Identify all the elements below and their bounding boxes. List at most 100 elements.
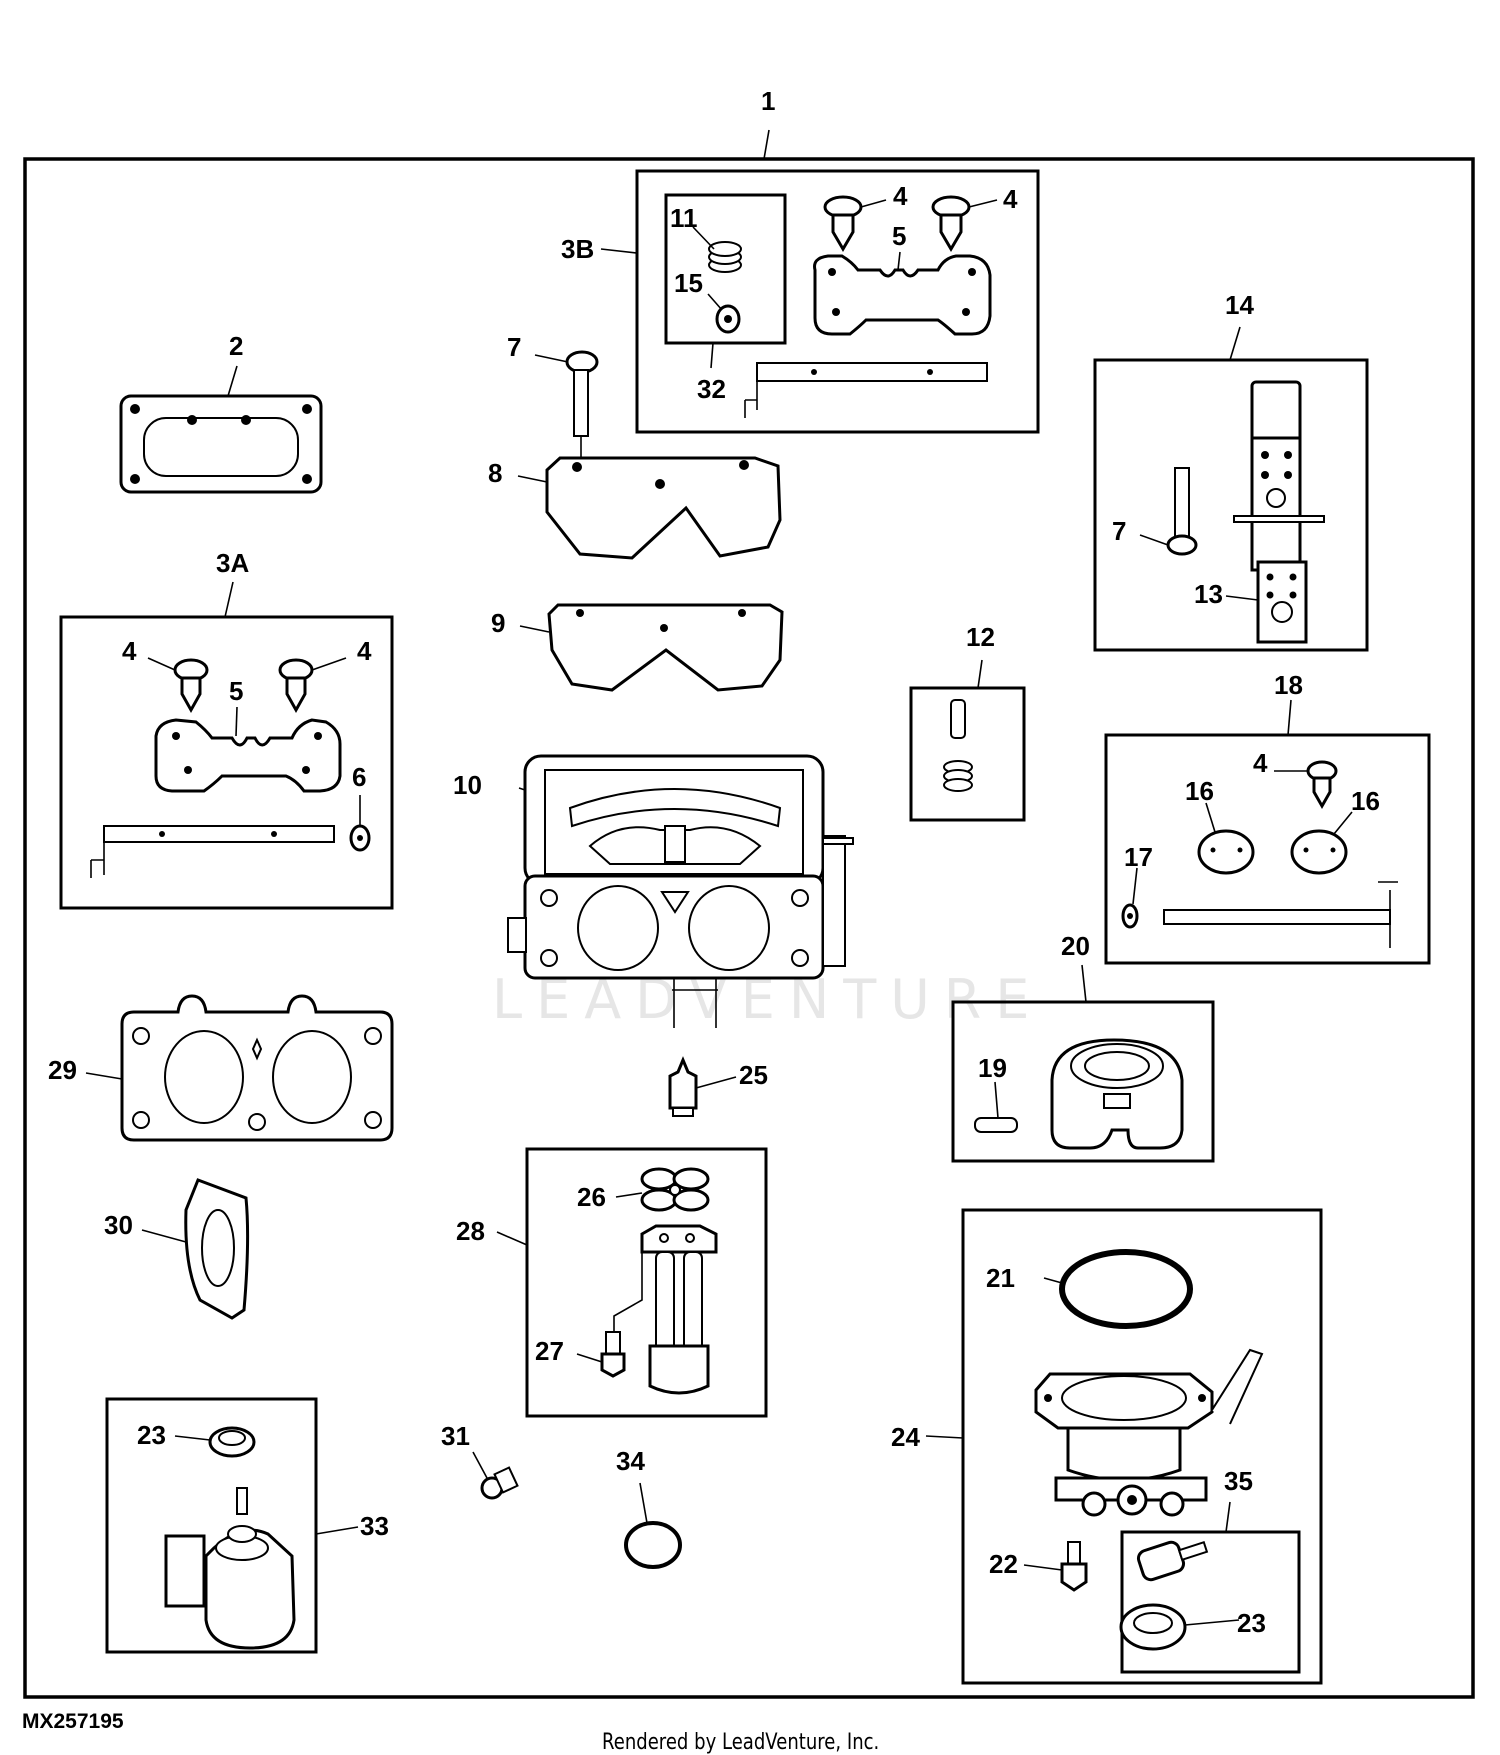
washer-6-drawing — [349, 824, 371, 852]
washer-15-drawing — [715, 304, 741, 334]
kit-28-box — [525, 1147, 768, 1418]
callout-32[interactable]: 32 — [697, 374, 726, 404]
kit-35-box — [1120, 1530, 1301, 1674]
callout-3B[interactable]: 3B — [561, 234, 594, 264]
figure-id: MX257195 — [22, 1710, 124, 1733]
callout-21[interactable]: 21 — [986, 1263, 1015, 1293]
callout-5-3A[interactable]: 5 — [229, 676, 243, 706]
callout-4-3B-left[interactable]: 4 — [893, 181, 908, 211]
callout-3A[interactable]: 3A — [216, 548, 249, 578]
callout-28[interactable]: 28 — [456, 1216, 485, 1246]
callout-11[interactable]: 11 — [670, 203, 698, 233]
callout-33[interactable]: 33 — [360, 1511, 389, 1541]
callout-26[interactable]: 26 — [577, 1182, 606, 1212]
callout-4-3B-right[interactable]: 4 — [1003, 184, 1018, 214]
callout-13[interactable]: 13 — [1194, 579, 1223, 609]
callout-23-kit33[interactable]: 23 — [137, 1420, 166, 1450]
callout-1[interactable]: 1 — [761, 86, 775, 116]
kit-12-box — [909, 686, 1026, 822]
callout-29[interactable]: 29 — [48, 1055, 77, 1085]
screw-27-drawing — [600, 1331, 626, 1378]
gasket-26-drawing — [640, 1167, 710, 1212]
kit-20-box — [951, 1000, 1215, 1163]
plate-5-3A — [154, 718, 342, 793]
callout-30[interactable]: 30 — [104, 1210, 133, 1240]
callout-20[interactable]: 20 — [1061, 931, 1090, 961]
screw-4-3A-right — [278, 658, 314, 714]
outer-frame — [23, 157, 1475, 1699]
leader-lines — [85, 129, 1353, 1626]
screw-7-top — [565, 350, 599, 460]
carburetor-body-10 — [507, 754, 854, 1028]
screw-4-3B-right — [931, 195, 971, 252]
callout-4-kit18[interactable]: 4 — [1253, 748, 1268, 778]
kit-33-box — [105, 1397, 318, 1654]
bolt-22-drawing — [1060, 1541, 1088, 1592]
screw-4-kit18 — [1306, 760, 1338, 810]
plate-16-right — [1290, 829, 1348, 875]
washer-23-kit35 — [1119, 1603, 1187, 1651]
pin-19-drawing — [974, 1117, 1018, 1133]
callout-6[interactable]: 6 — [352, 762, 366, 792]
solenoid-35-drawing — [1136, 1540, 1209, 1582]
kit-3B-box — [635, 169, 1040, 434]
emulsion-tube-28-drawing — [613, 1224, 718, 1395]
gasket-29-drawing — [120, 994, 394, 1142]
callout-17[interactable]: 17 — [1124, 842, 1153, 872]
needle-25-drawing — [668, 1056, 698, 1117]
bracket-14-drawing — [1233, 380, 1325, 572]
screw-7-kit14 — [1166, 467, 1198, 556]
bracket-3A-drawing — [90, 825, 335, 878]
callout-5-3B[interactable]: 5 — [892, 221, 906, 251]
callout-7-kit14[interactable]: 7 — [1112, 516, 1126, 546]
callout-31[interactable]: 31 — [441, 1421, 470, 1451]
o-ring-34-drawing — [624, 1521, 682, 1569]
kit-3A-box — [59, 615, 394, 910]
kit-24-box — [961, 1208, 1323, 1685]
washer-23-kit33 — [208, 1426, 256, 1458]
callout-24[interactable]: 24 — [891, 1422, 920, 1452]
callout-25[interactable]: 25 — [739, 1060, 768, 1090]
screw-spring-12-drawing — [943, 699, 973, 792]
gasket-2-drawing — [119, 394, 323, 494]
callout-27[interactable]: 27 — [535, 1336, 564, 1366]
callout-8[interactable]: 8 — [488, 458, 502, 488]
callout-35[interactable]: 35 — [1224, 1466, 1253, 1496]
callout-34[interactable]: 34 — [616, 1446, 645, 1476]
callout-4-3A-right[interactable]: 4 — [357, 636, 372, 666]
fuel-bowl-24-drawing — [1034, 1348, 1264, 1517]
screw-4-3A-left — [173, 658, 209, 714]
screw-4-3B-left — [823, 195, 863, 252]
callout-23-kit35[interactable]: 23 — [1237, 1608, 1266, 1638]
fitting-31-drawing — [480, 1466, 519, 1500]
gasket-9-drawing — [547, 603, 784, 692]
kit-18-box — [1104, 733, 1431, 965]
callout-14[interactable]: 14 — [1225, 290, 1254, 320]
callout-10[interactable]: 10 — [453, 770, 482, 800]
washer-17-drawing — [1121, 903, 1139, 929]
kit-14-box — [1093, 358, 1369, 652]
callout-16-right[interactable]: 16 — [1351, 786, 1380, 816]
spring-11-drawing — [708, 241, 742, 273]
kit-32-box — [664, 193, 787, 345]
render-credit: Rendered by LeadVenture, Inc. — [602, 1730, 880, 1755]
callout-16-left[interactable]: 16 — [1185, 776, 1214, 806]
cover-8-drawing — [545, 456, 782, 560]
float-20-drawing — [1050, 1038, 1184, 1150]
gasket-13-drawing — [1256, 560, 1308, 644]
callout-19[interactable]: 19 — [978, 1053, 1007, 1083]
bracket-32-drawing — [744, 362, 988, 418]
callout-4-3A-left[interactable]: 4 — [122, 636, 137, 666]
callout-2[interactable]: 2 — [229, 331, 243, 361]
bracket-18-drawing — [1163, 881, 1398, 948]
callout-18[interactable]: 18 — [1274, 670, 1303, 700]
callout-12[interactable]: 12 — [966, 622, 995, 652]
callout-7-top[interactable]: 7 — [507, 332, 521, 362]
o-ring-21-drawing — [1059, 1249, 1193, 1329]
callout-9[interactable]: 9 — [491, 608, 505, 638]
plate-5-3B — [813, 254, 992, 336]
callout-15[interactable]: 15 — [674, 268, 703, 298]
plate-16-left — [1197, 829, 1255, 875]
callout-22[interactable]: 22 — [989, 1549, 1018, 1579]
